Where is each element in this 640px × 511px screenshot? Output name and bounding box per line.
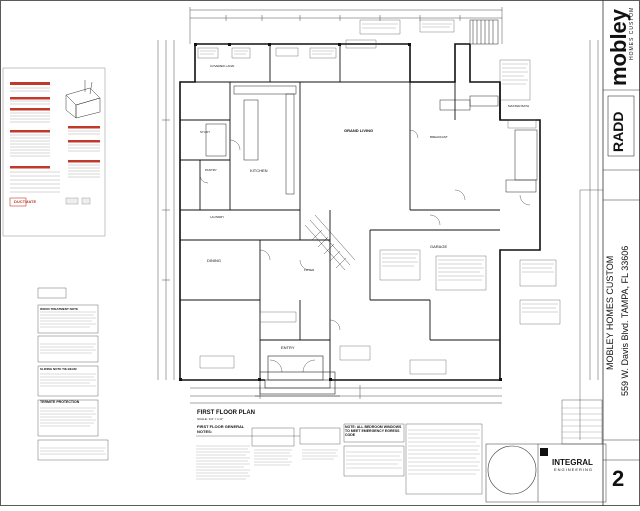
- door-swings: [199, 129, 531, 373]
- wood-treatment-title: WOOD TREATMENT NOTE: [40, 307, 78, 311]
- room-kitchen: KITCHEN: [250, 168, 268, 173]
- sheet-title: FIRST FLOOR PLAN: [197, 410, 255, 416]
- bedroom-windows-note: NOTE: ALL BEDROOM WINDOWS TO MEET EMERGE…: [345, 425, 402, 437]
- brand-subtitle: HOMES CUSTOM: [629, 6, 635, 60]
- general-notes-title: FIRST FLOOR GENERAL NOTES:: [197, 424, 245, 434]
- room-grand-living: GRAND LIVING: [344, 128, 374, 133]
- room-dining: DINING: [207, 258, 221, 263]
- project-address: 559 W. Davis Blvd. TAMPA, FL 33606: [620, 245, 630, 396]
- kitchen-cabinetry: [205, 85, 297, 195]
- room-laundry: LAUNDRY: [210, 215, 225, 219]
- room-breakfast: BREAKFAST: [430, 135, 448, 139]
- sheet-scale: SCALE: 1/4" = 1'-0": [197, 417, 224, 421]
- radd-logo: RADD: [610, 111, 626, 152]
- sliding-note-title: SLIDING NOTE TIE BEAM: [40, 367, 77, 371]
- room-master-bath: MASTER BATH: [508, 104, 530, 108]
- sheet-number: 2: [612, 466, 625, 491]
- room-foyer: FOYER: [304, 268, 315, 272]
- engineer-subtitle: ENGINEERING: [554, 467, 594, 472]
- room-entry: ENTRY: [281, 345, 295, 350]
- product-spec-sheet: [2, 67, 106, 237]
- top-dimension-lines: [189, 7, 503, 44]
- room-garage: GARAGE: [430, 244, 448, 249]
- front-porch-steps: [255, 355, 340, 397]
- ductmate-logo: DUCTMATE: [14, 199, 37, 204]
- room-covered-lanai: COVERED LANAI: [210, 64, 235, 68]
- interior-walls: [180, 44, 500, 380]
- room-pantry: PANTRY: [205, 168, 217, 172]
- staircase: [304, 214, 356, 271]
- engineer-name: INTEGRAL: [552, 458, 593, 467]
- project-name: MOBLEY HOMES CUSTOM: [605, 255, 615, 370]
- termite-protection-title: TERMITE PROTECTION: [40, 400, 80, 404]
- room-study: STUDY: [200, 130, 211, 134]
- title-block: [561, 0, 640, 506]
- engineer-seal: [487, 445, 537, 495]
